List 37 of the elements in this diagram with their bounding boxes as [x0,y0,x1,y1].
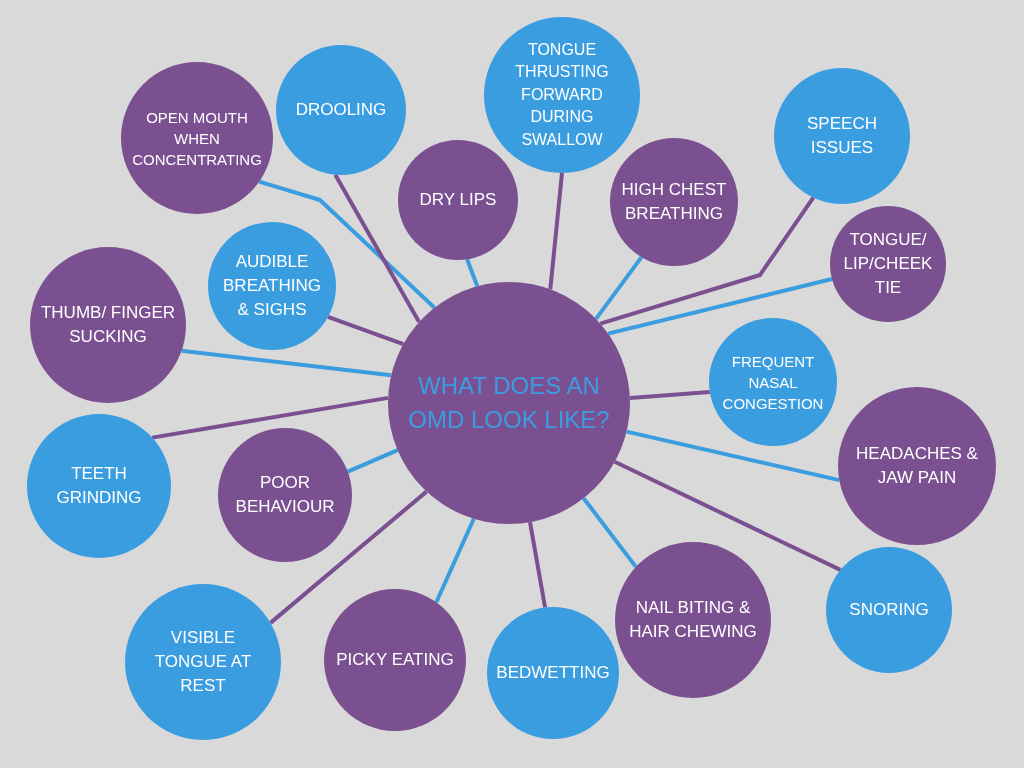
circle-label: OPEN MOUTH WHEN CONCENTRATING [131,107,263,170]
circle-label: POOR BEHAVIOUR [234,472,336,518]
connector-line [269,490,428,625]
connector-line [594,255,644,321]
circle-label: SNORING [849,599,929,622]
circle-label: TEETH GRINDING [55,463,143,509]
connector-line [327,315,404,346]
connector-line [151,395,389,440]
circle-label: PICKY EATING [336,649,454,672]
connector-line [607,277,833,336]
circle-label: AUDIBLE BREATHING & SIGHS [222,251,322,321]
circle-label: SPEECH ISSUES [806,113,878,159]
connector-line [347,448,399,474]
connector-line [258,179,436,310]
circle-label: BEDWETTING [496,662,610,685]
connector-line [629,390,710,400]
connector-line [333,173,421,323]
circle-label: HIGH CHEST BREATHING [620,179,728,225]
connector-line [599,196,815,326]
connector-line [465,258,480,287]
circle-label: DRY LIPS [419,189,497,212]
circle-label: THUMB/ FINGER SUCKING [39,302,177,348]
circle-label: WHAT DOES AN OMD LOOK LIKE? [407,371,611,435]
connector-line [582,497,638,569]
connector-line [434,517,476,604]
connector-line [181,348,392,378]
connector-line [626,429,840,483]
circle-label: FREQUENT NASAL CONGESTION [721,351,825,414]
circle-label: DROOLING [295,99,387,122]
circle-label: VISIBLE TONGUE AT REST [153,627,253,697]
connector-line [613,460,842,572]
connector-line [528,521,548,608]
circle-label: TONGUE/ LIP/CHEEK TIE [842,229,934,299]
connector-line [548,172,564,290]
circle-label: NAIL BITING & HAIR CHEWING [628,597,758,643]
circle-label: HEADACHES & JAW PAIN [855,443,979,489]
circle-label: TONGUE THRUSTING FORWARD DURING SWALLOW [514,40,610,150]
